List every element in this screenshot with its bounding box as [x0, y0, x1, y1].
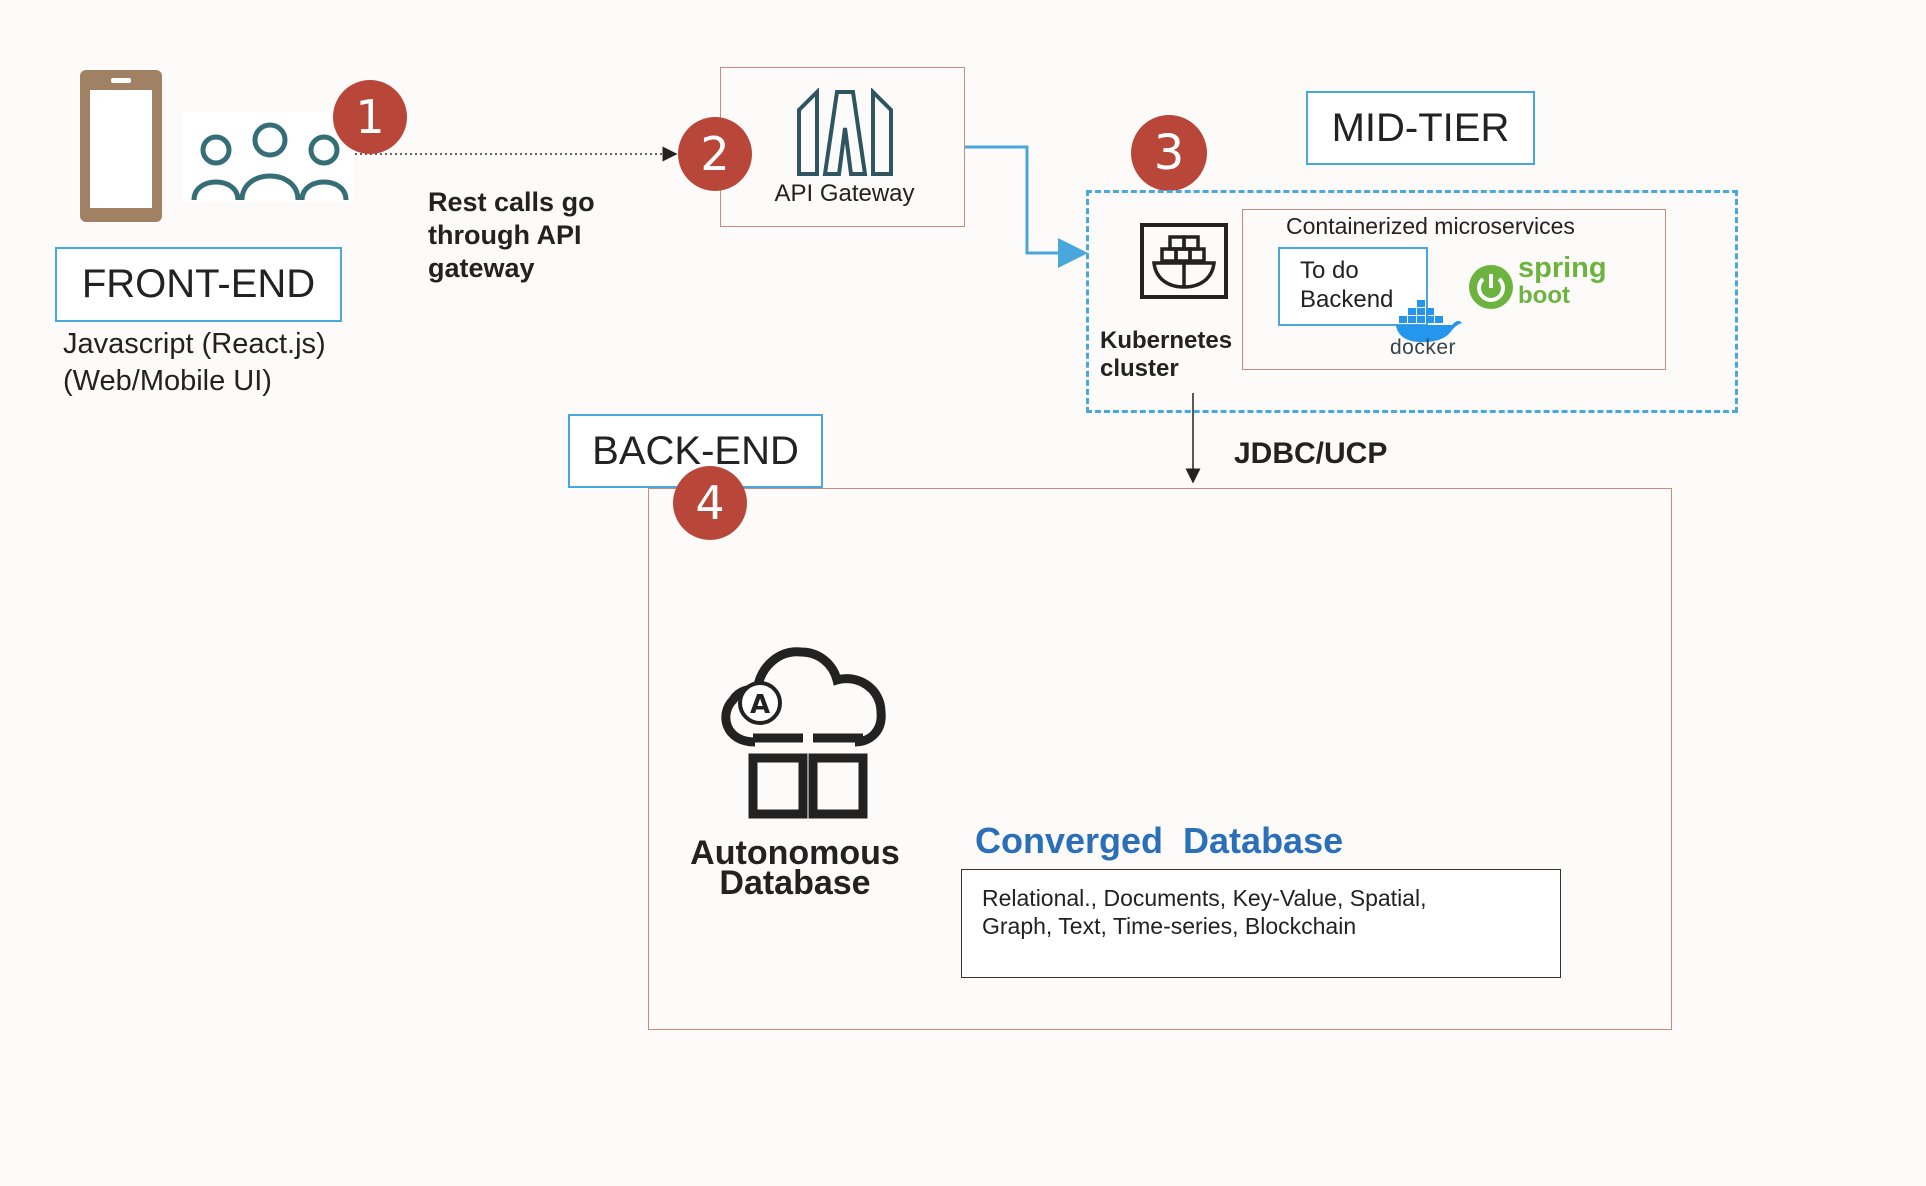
frontend-label: FRONT-END	[55, 247, 342, 322]
kubernetes-label: Kubernetes cluster	[1100, 327, 1232, 383]
frontend-desc-line1: Javascript (React.js)	[63, 328, 326, 360]
step-3-badge: 3	[1131, 115, 1207, 191]
autonomous-database-label: Autonomous Database	[680, 834, 910, 902]
kubernetes-cluster-box	[1086, 190, 1738, 413]
k8s-line1: Kubernetes	[1100, 327, 1233, 354]
converged-database-box	[961, 869, 1561, 978]
rest-note-line2: through API	[428, 220, 582, 250]
gateway-to-k8s-arrow	[965, 145, 1088, 268]
converged-database-types: Relational., Documents, Key-Value, Spati…	[982, 884, 1426, 940]
users-icon	[182, 112, 354, 202]
adb-line2: Database	[719, 864, 871, 902]
adb-line1: Autonomous	[690, 834, 900, 872]
step-4-badge: 4	[673, 466, 747, 540]
step-1-badge: 1	[333, 80, 407, 154]
converged-line2: Graph, Text, Time-series, Blockchain	[982, 913, 1357, 939]
backend-box	[648, 488, 1672, 1030]
todo-line1: To do	[1300, 257, 1359, 284]
autonomous-database-icon: A	[721, 647, 886, 819]
containers-title: Containerized microservices	[1286, 213, 1575, 239]
docker-whale-icon	[1396, 300, 1462, 343]
converged-database-title: Converged Database	[975, 820, 1344, 861]
frontend-desc-line2: (Web/Mobile UI)	[63, 365, 272, 397]
rest-calls-note: Rest calls go through API gateway	[428, 186, 595, 285]
todo-backend-label: To do Backend	[1300, 256, 1393, 314]
containers-box	[1242, 209, 1666, 370]
midtier-label: MID-TIER	[1306, 91, 1535, 165]
spring-boot-power-icon	[1469, 265, 1513, 309]
kubernetes-icon	[1140, 223, 1228, 299]
docker-label: docker	[1390, 336, 1457, 359]
step-2-badge: 2	[678, 117, 752, 191]
todo-line2: Backend	[1300, 286, 1394, 313]
api-gateway-label: API Gateway	[774, 180, 915, 207]
api-gateway-icon	[797, 88, 893, 176]
rest-note-line1: Rest calls go	[428, 187, 595, 217]
svg-text:A: A	[750, 690, 770, 720]
converged-line1: Relational., Documents, Key-Value, Spati…	[982, 885, 1427, 911]
backend-label: BACK-END	[568, 414, 823, 488]
frontend-description: Javascript (React.js) (Web/Mobile UI)	[63, 326, 326, 400]
k8s-line2: cluster	[1100, 355, 1179, 382]
phone-icon	[80, 70, 162, 222]
spring-boot-logo: spring boot	[1518, 254, 1607, 310]
jdbc-ucp-label: JDBC/UCP	[1234, 437, 1388, 470]
spring-line2: boot	[1518, 282, 1570, 309]
todo-backend-box	[1278, 247, 1428, 326]
rest-note-line3: gateway	[428, 253, 535, 283]
spring-line1: spring	[1518, 252, 1607, 284]
